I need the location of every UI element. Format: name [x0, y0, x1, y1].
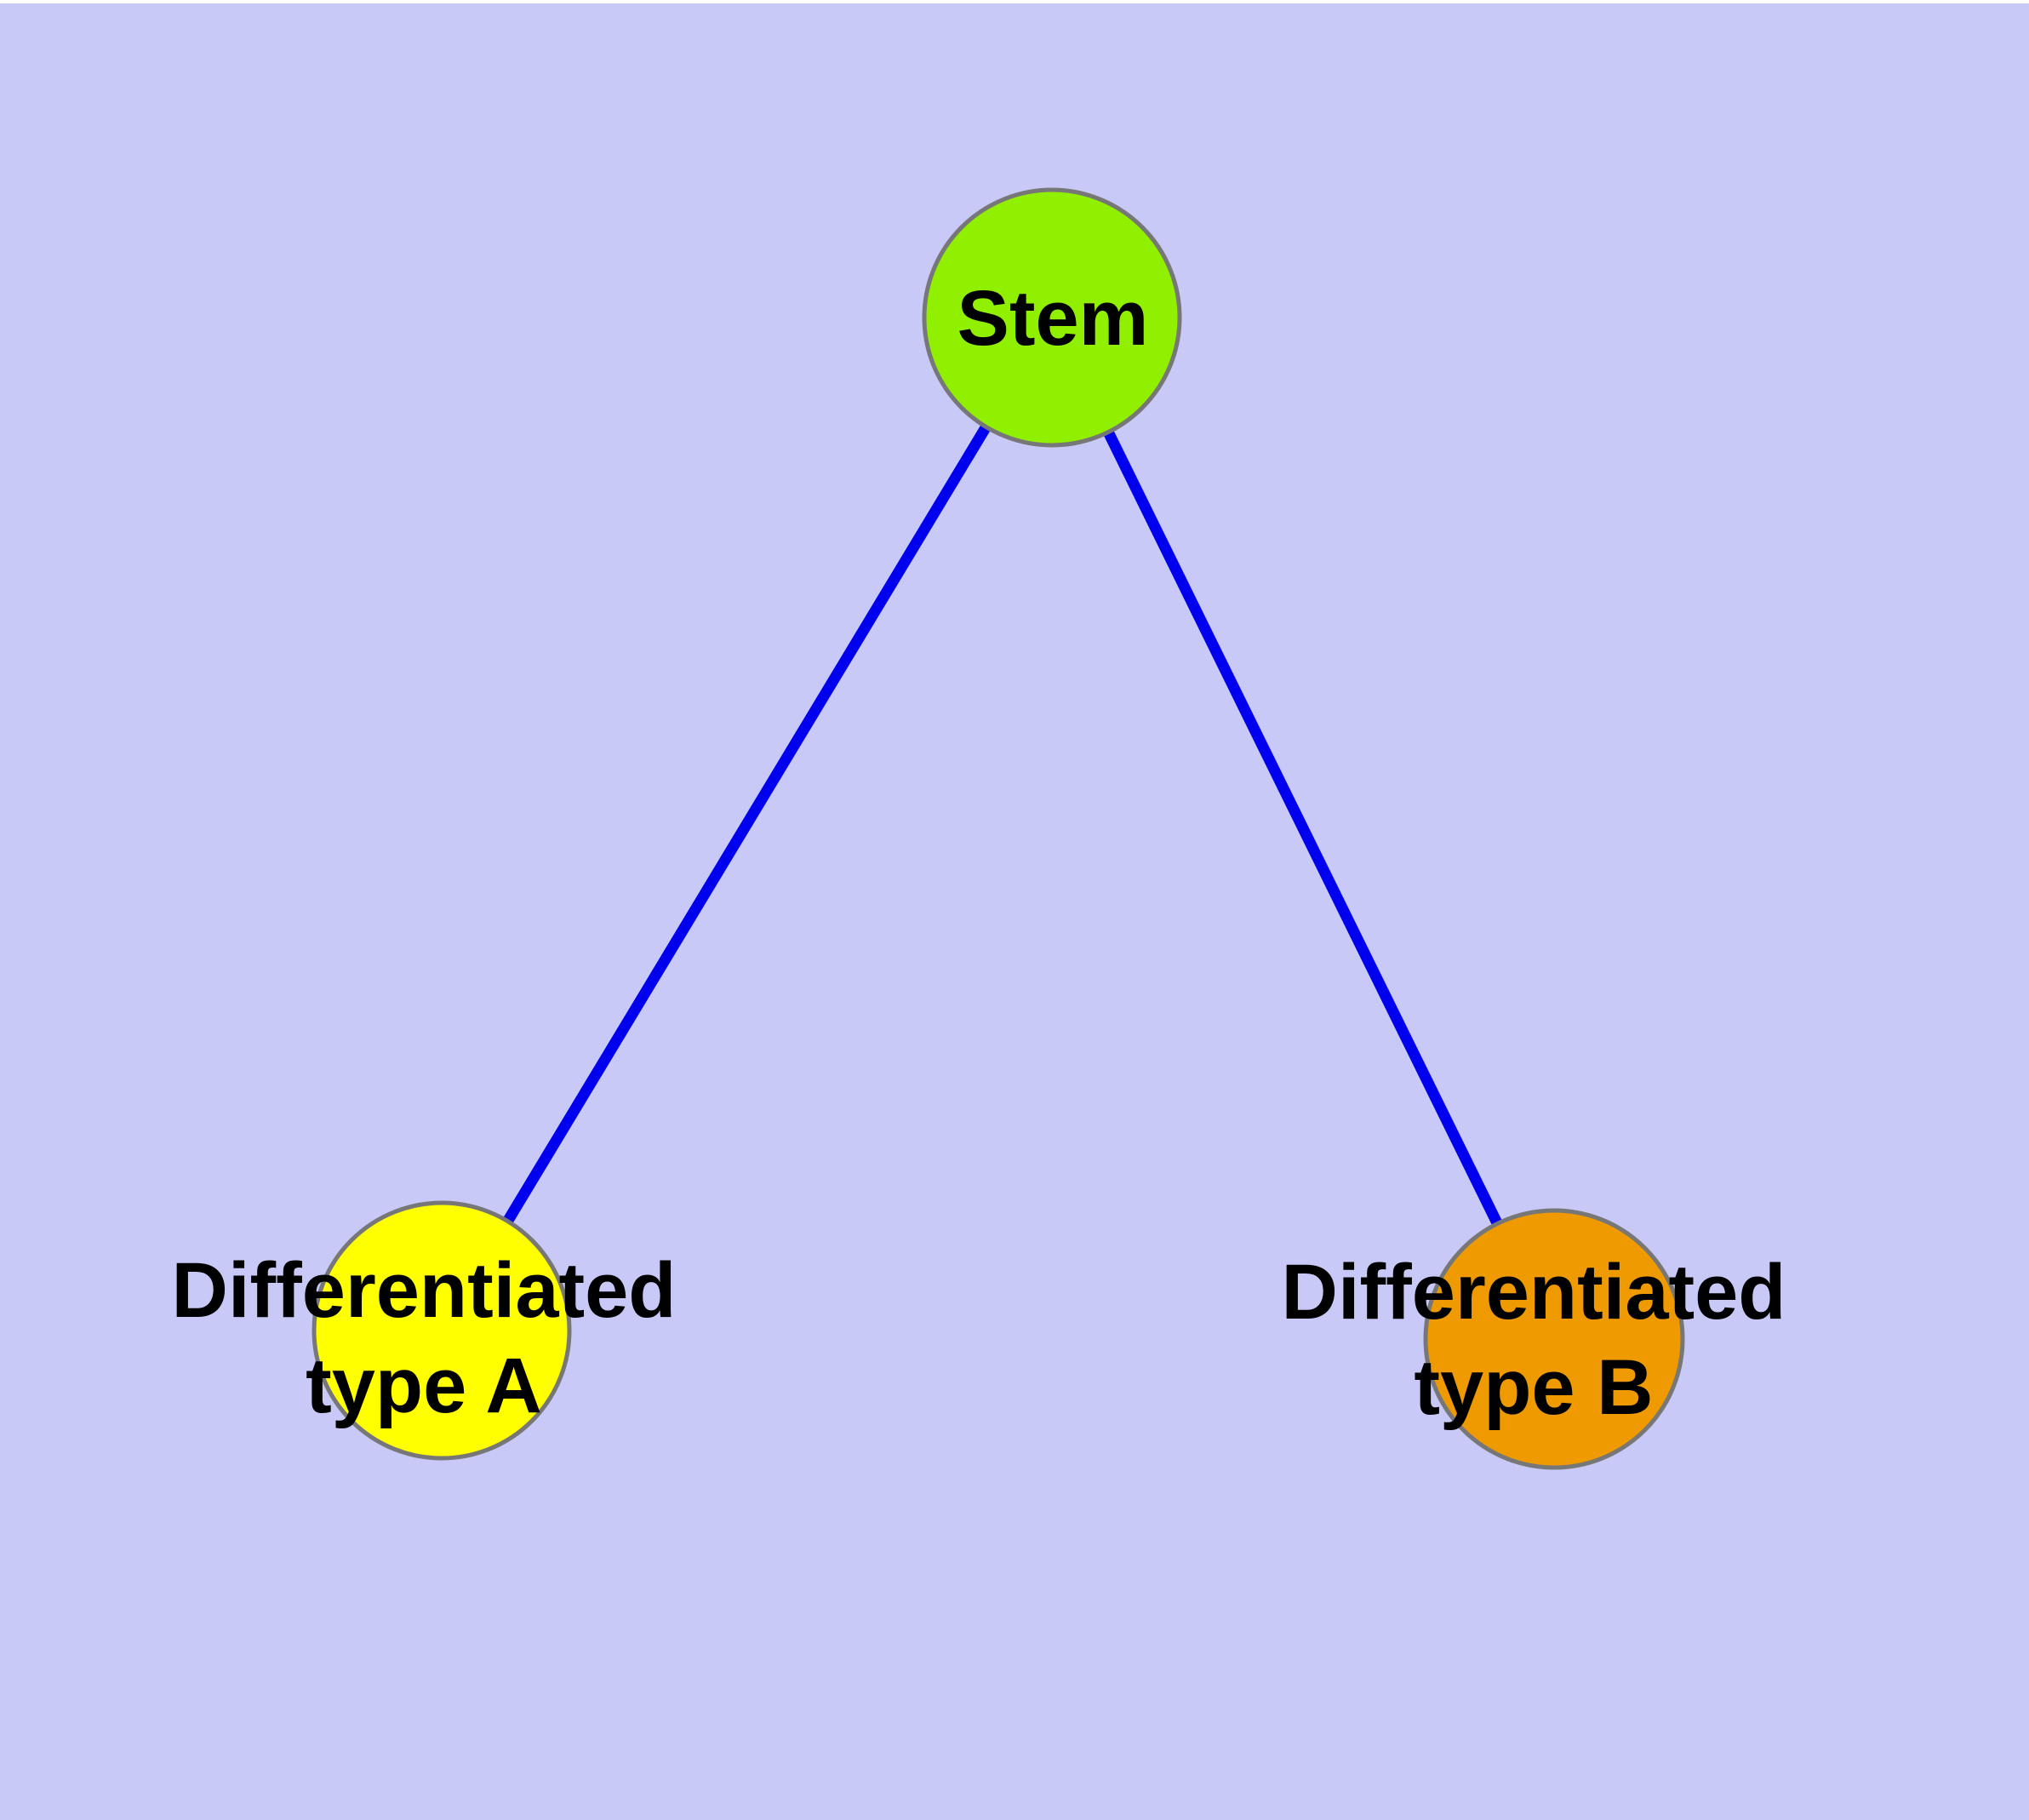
node-type-b-label: Differentiated type B — [1282, 1245, 1786, 1435]
node-type-a-circle — [311, 1200, 572, 1461]
node-type-a-label: Differentiated type A — [172, 1243, 677, 1434]
edge-stem-to-type-a — [436, 312, 1058, 1336]
edge-stem-to-type-b — [1046, 312, 1560, 1345]
node-type-b-circle — [1423, 1208, 1685, 1470]
node-stem-circle — [922, 187, 1182, 448]
node-type-a-label-line1: Differentiated — [171, 1247, 677, 1334]
top-margin-strip — [0, 0, 2029, 3]
node-type-b-label-line2: type B — [1414, 1344, 1654, 1431]
node-type-b-label-line1: Differentiated — [1281, 1249, 1786, 1336]
node-stem-label: Stem — [957, 275, 1149, 362]
node-type-a-label-line2: type A — [306, 1342, 542, 1429]
